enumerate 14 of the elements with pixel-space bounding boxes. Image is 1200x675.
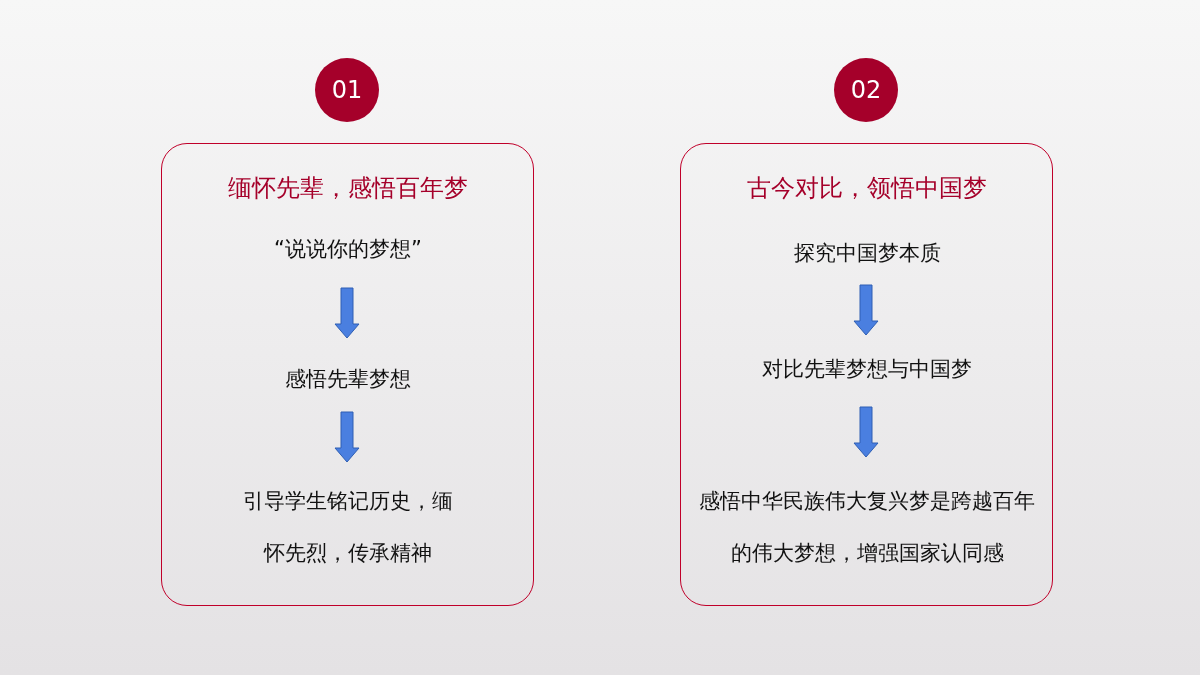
down-arrow [334, 411, 360, 463]
step-text: 对比先辈梦想与中国梦 [707, 349, 1027, 389]
step-text: 引导学生铭记历史，缅怀先烈，传承精神 [238, 477, 458, 577]
step-text: 感悟先辈梦想 [238, 359, 458, 399]
step-text: 感悟中华民族伟大复兴梦是跨越百年的伟大梦想，增强国家认同感 [691, 477, 1043, 577]
step-text: 探究中国梦本质 [757, 233, 977, 273]
down-arrow [334, 287, 360, 339]
content-card [680, 143, 1053, 606]
step-text: “说说你的梦想” [238, 229, 458, 269]
down-arrow [853, 406, 879, 458]
card-title: 缅怀先辈，感悟百年梦 [226, 173, 469, 204]
card-title: 古今对比，领悟中国梦 [745, 173, 988, 204]
down-arrow [853, 284, 879, 336]
content-card [161, 143, 534, 606]
